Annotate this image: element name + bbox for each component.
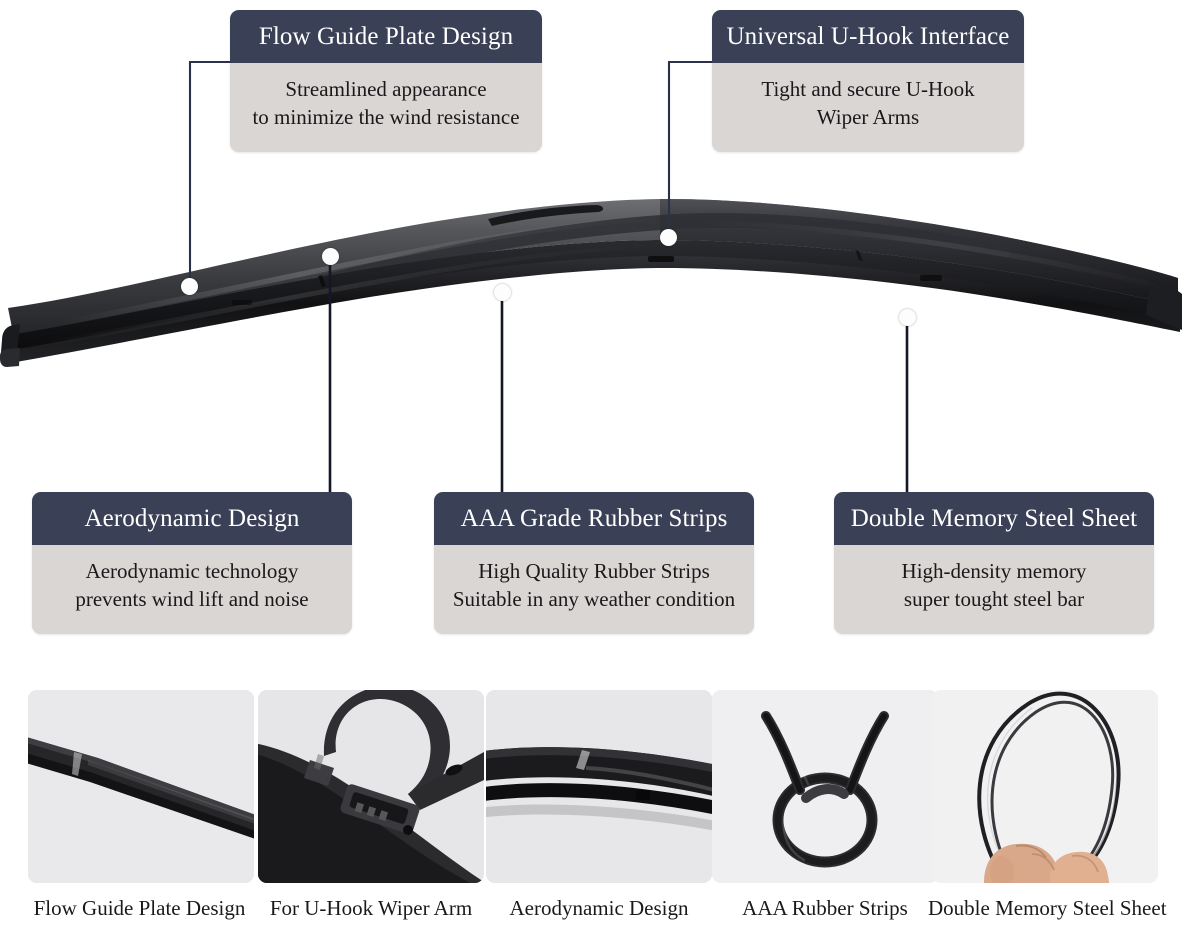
callout-description: High-density memory super tought steel b… <box>834 545 1154 634</box>
thumb-caption: Flow Guide Plate Design <box>33 896 246 920</box>
callout-aaa-grade-rubber-strips: AAA Grade Rubber Strips High Quality Rub… <box>434 492 754 634</box>
callout-aerodynamic-design: Aerodynamic Design Aerodynamic technolog… <box>32 492 352 634</box>
callout-title: Aerodynamic Design <box>32 492 352 545</box>
callout-flow-guide-plate-design: Flow Guide Plate Design Streamlined appe… <box>230 10 542 152</box>
thumb-caption: For U-Hook Wiper Arm <box>269 896 473 920</box>
marker-u-hook <box>659 228 677 246</box>
thumb-image <box>28 690 254 883</box>
thumb-caption: Aerodynamic Design <box>509 896 689 920</box>
callout-line: super tought steel bar <box>903 586 1085 611</box>
marker-double-memory-steel <box>898 308 916 326</box>
callout-line: to minimize the wind resistance <box>252 104 520 129</box>
callout-double-memory-steel-sheet: Double Memory Steel Sheet High-density m… <box>834 492 1154 634</box>
callout-title: Universal U-Hook Interface <box>712 10 1024 63</box>
marker-flow-guide-plate <box>180 277 198 295</box>
callout-line: Tight and secure U-Hook <box>761 77 975 101</box>
callout-line: High Quality Rubber Strips <box>478 559 710 583</box>
thumb-aerodynamic-design: Aerodynamic Design <box>486 690 712 920</box>
thumb-caption: Double Memory Steel Sheet <box>928 896 1167 920</box>
thumbnail-strip: Flow Guide Plate Design <box>0 690 1183 929</box>
thumb-image <box>932 690 1158 883</box>
callout-title: Double Memory Steel Sheet <box>834 492 1154 545</box>
marker-aaa-rubber <box>493 283 511 301</box>
thumb-image <box>712 690 938 883</box>
marker-aerodynamic <box>321 247 339 265</box>
thumb-caption: AAA Rubber Strips <box>742 896 908 920</box>
callout-line: Wiper Arms <box>816 104 920 129</box>
callout-line: Suitable in any weather condition <box>452 586 736 611</box>
callout-line: Aerodynamic technology <box>85 559 299 583</box>
thumb-image <box>258 690 484 883</box>
callout-title: AAA Grade Rubber Strips <box>434 492 754 545</box>
callout-title: Flow Guide Plate Design <box>230 10 542 63</box>
callout-line: Streamlined appearance <box>285 77 487 101</box>
callout-description: Aerodynamic technology prevents wind lif… <box>32 545 352 634</box>
callout-line: prevents wind lift and noise <box>75 586 309 611</box>
thumb-u-hook-wiper-arm: For U-Hook Wiper Arm <box>258 690 484 920</box>
thumb-flow-guide-plate: Flow Guide Plate Design <box>28 690 254 920</box>
callout-line: High-density memory <box>901 559 1087 583</box>
callout-universal-u-hook-interface: Universal U-Hook Interface Tight and sec… <box>712 10 1024 152</box>
thumb-image <box>486 690 712 883</box>
callout-description: Streamlined appearance to minimize the w… <box>230 63 542 152</box>
thumb-double-memory-steel: Double Memory Steel Sheet <box>928 690 1167 920</box>
hero-product-image <box>0 180 1183 380</box>
callout-description: High Quality Rubber Strips Suitable in a… <box>434 545 754 634</box>
thumb-aaa-rubber-strips: AAA Rubber Strips <box>712 690 938 920</box>
callout-description: Tight and secure U-Hook Wiper Arms <box>712 63 1024 152</box>
